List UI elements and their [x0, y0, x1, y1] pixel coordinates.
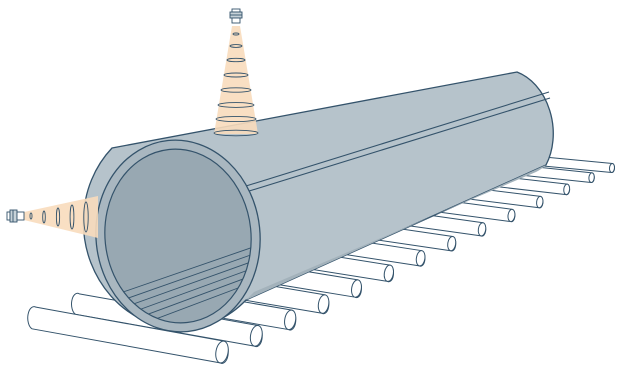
ultrasonic-probe-icon	[7, 210, 24, 222]
roller-end-cap	[588, 173, 594, 183]
side-ultrasonic-probe	[7, 196, 98, 238]
roller-end-cap	[609, 163, 615, 172]
ultrasonic-probe-icon	[230, 9, 242, 23]
top-ultrasonic-probe	[214, 9, 258, 136]
roller-end-cap	[563, 184, 570, 195]
sound-beam-icon	[214, 26, 258, 134]
